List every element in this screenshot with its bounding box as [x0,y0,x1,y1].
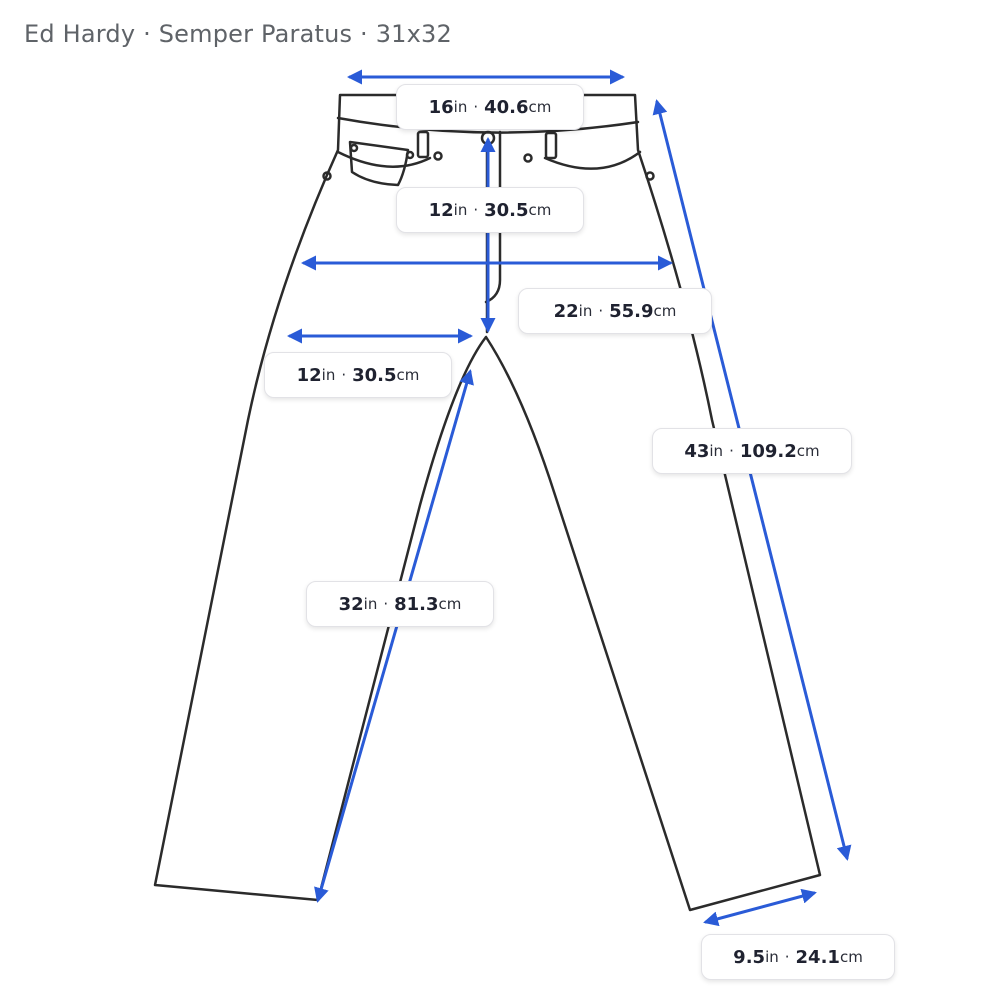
belt-loop-left [416,130,430,159]
front-pocket-right [543,150,642,170]
page-title: Ed Hardy · Semper Paratus · 31x32 [24,20,452,48]
leg-opening-arrow [703,888,817,927]
measurement-arrows [287,69,852,927]
front-pocket-left [336,150,432,168]
coin-pocket [348,140,410,187]
outseam-arrow [652,99,852,861]
inseam-arrow [314,369,474,903]
belt-loop-right [544,131,558,160]
